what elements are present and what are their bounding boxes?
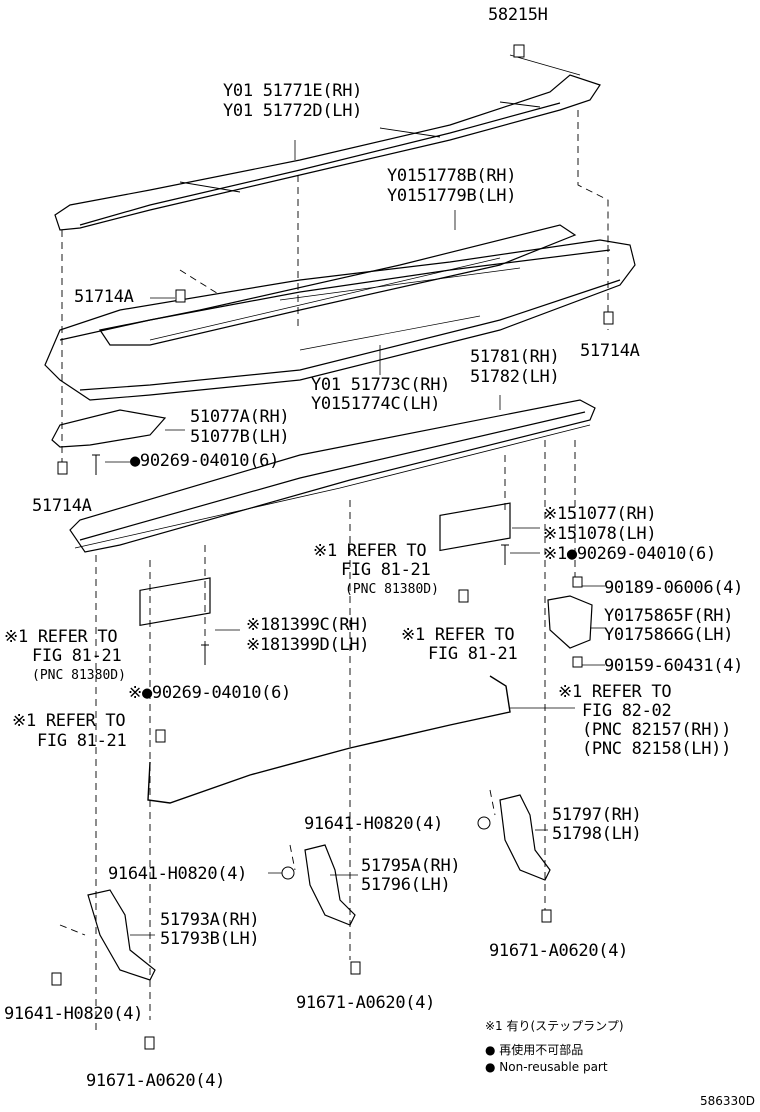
label-51714a-right: 51714A [580,341,640,361]
leader-lines [105,54,605,936]
ref-a-3: (PNC 81380D) [345,582,439,597]
label-51774c: Y0151774C(LH) [311,394,441,414]
bracket-51795a [304,844,356,926]
label-51077a: 51077A(RH) [190,407,290,427]
label-51714a-top: 51714A [74,287,134,307]
step-pad [99,224,577,346]
ref-a-2: FIG 81-21 [341,560,431,580]
screw-90269-icon [92,454,100,475]
ref-b-2: FIG 81-21 [32,646,122,666]
clip-left-icon [458,589,469,603]
label-81399c: ※181399C(RH) [246,615,370,635]
bolt-91671-c-icon [144,1036,155,1050]
label-51778b: Y0151778B(RH) [387,166,517,186]
label-90269-c: ※●90269-04010(6) [128,683,291,703]
label-91671-b: 91671-A0620(4) [296,993,436,1013]
bolt-91671-b-icon [350,961,361,975]
label-51795a: 51795A(RH) [361,856,461,876]
clip-lower-icon [155,729,166,743]
label-51793b: 51793B(LH) [160,929,260,949]
label-91641-c: 91641-H0820(4) [4,1004,144,1024]
screw-90159-icon [572,656,583,668]
upper-step-cover [54,74,601,231]
label-90159: 90159-60431(4) [604,656,744,676]
clip-51714a-icon [175,289,186,303]
ref-d-4: (PNC 82158(LH)) [582,739,732,759]
ref-c-2: FIG 81-21 [428,644,518,664]
label-58215h: 58215H [488,5,548,25]
ref-b-1: ※1 REFER TO [4,627,118,647]
wire-harness [147,675,511,804]
label-91641-b: 91641-H0820(4) [108,864,248,884]
ref-d-3: (PNC 82157(RH)) [582,720,732,740]
ref-d-1: ※1 REFER TO [558,682,672,702]
bolt-91641-a-icon [477,816,491,830]
clip-51714a-left-icon [57,461,68,475]
bracket-51077a [51,409,167,448]
label-51796: 51796(LH) [361,875,451,895]
label-51077b: 51077B(LH) [190,427,290,447]
ref-d-2: FIG 82-02 [582,701,672,721]
label-91671-a: 91671-A0620(4) [489,941,629,961]
ref-c-1: ※1 REFER TO [401,625,515,645]
clip-58215h-icon [513,44,525,58]
step-rail [69,399,596,553]
label-91641-a: 91641-H0820(4) [304,814,444,834]
cover-75865f [547,595,593,649]
bracket-51793a [87,889,156,981]
label-90269-a: ●90269-04010(6) [130,451,280,471]
label-75866g: Y0175866G(LH) [604,625,734,645]
ref-a-1: ※1 REFER TO [313,541,427,561]
label-51771e: Y01 51771E(RH) [223,81,363,101]
label-51714a-left: 51714A [32,496,92,516]
screw-90269-l-icon [201,644,209,665]
lamp-bracket-right [439,502,511,552]
bracket-51797 [499,794,551,881]
label-90189: 90189-06006(4) [604,578,744,598]
label-51077: ※151077(RH) [543,504,657,524]
label-51797: 51797(RH) [552,805,642,825]
label-51779b: Y0151779B(LH) [387,186,517,206]
screw-90269-r-icon [501,544,509,565]
label-51772d: Y01 51772D(LH) [223,101,363,121]
assembly-lines [59,110,609,1030]
lamp-bracket-left [139,577,211,627]
bolt-91641-b-icon [281,866,295,880]
ref-e-2: FIG 81-21 [37,731,127,751]
label-81399d: ※181399D(LH) [246,635,370,655]
label-51793a: 51793A(RH) [160,910,260,930]
figure-code: 586330D [700,1094,756,1108]
ref-e-1: ※1 REFER TO [12,711,126,731]
label-91671-c: 91671-A0620(4) [86,1071,226,1091]
label-51781: 51781(RH) [470,347,560,367]
label-51798: 51798(LH) [552,824,642,844]
label-75865f: Y0175865F(RH) [604,606,734,626]
label-90269-b: ※1●90269-04010(6) [543,544,716,564]
clip-51714a-right-icon [603,311,614,325]
label-51078: ※151078(LH) [543,524,657,544]
legend-note-2: ● 再使用不可部品 [485,1043,584,1057]
fasteners [51,44,614,1050]
legend-note-3: ● Non-reusable part [485,1060,608,1074]
label-51782: 51782(LH) [470,367,560,387]
bolt-91671-a-icon [541,909,552,923]
bolt-91641-c-icon [51,972,62,986]
nut-90189-icon [572,576,583,588]
ref-b-3: (PNC 81380D) [32,668,126,683]
label-51773c: Y01 51773C(RH) [311,375,451,395]
legend-note-1: ※1 有り(ステップランプ) [485,1019,624,1033]
